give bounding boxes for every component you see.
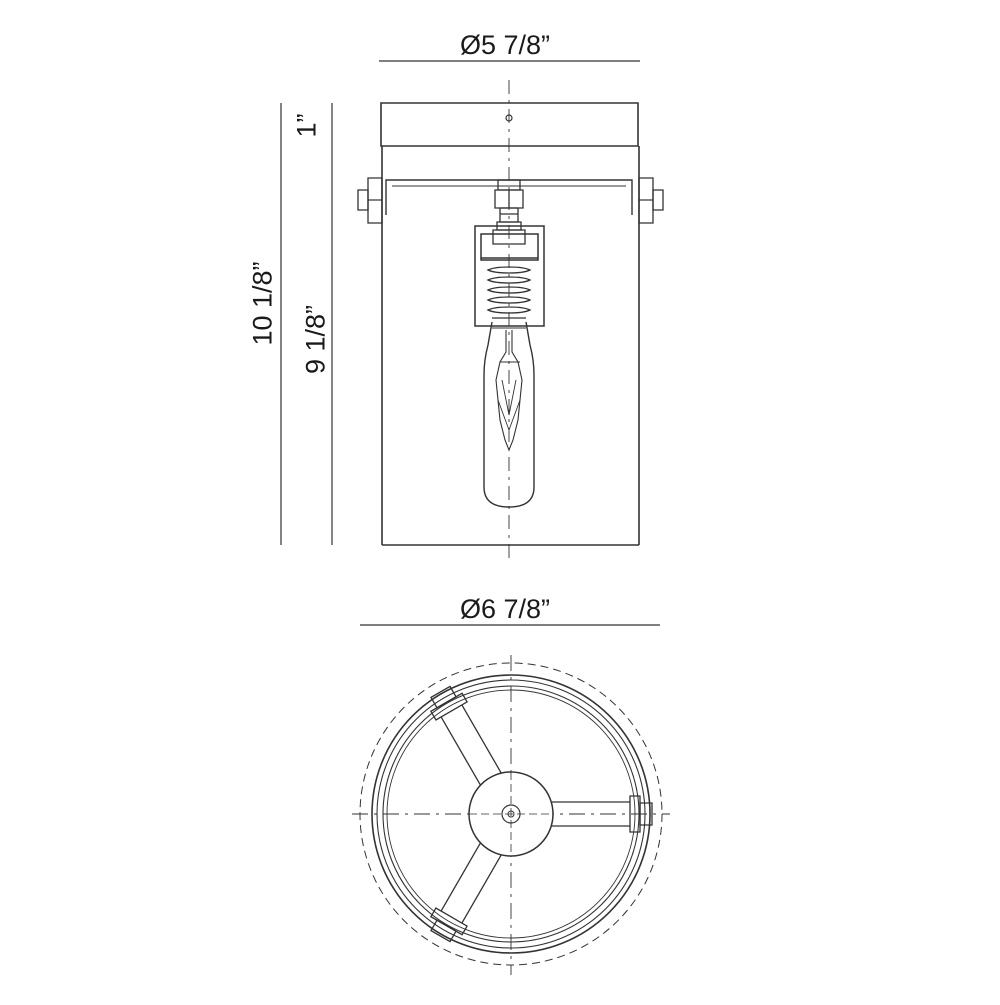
bracket-arm-upper-left	[425, 683, 510, 794]
socket-housing	[475, 226, 544, 326]
edison-bulb-icon	[484, 322, 534, 507]
left-thumb-screw-icon	[358, 178, 382, 223]
shade-outer-ring	[372, 675, 650, 953]
shade-height-label: 9 1/8”	[300, 304, 331, 375]
overall-height-label: 10 1/8”	[247, 261, 278, 346]
top-diameter-label: Ø5 7/8”	[460, 30, 551, 60]
side-view	[281, 61, 663, 560]
bottom-view	[352, 625, 670, 975]
canopy-height-label: 1”	[291, 113, 322, 138]
canopy	[381, 103, 638, 146]
stem-nut-icon	[493, 180, 525, 244]
bottom-diameter-label: Ø6 7/8”	[460, 594, 551, 624]
bracket-arm-lower-left	[425, 834, 510, 945]
right-thumb-screw-icon	[639, 178, 663, 223]
socket-threads-icon	[488, 267, 530, 318]
bracket-arm-right	[545, 796, 652, 832]
